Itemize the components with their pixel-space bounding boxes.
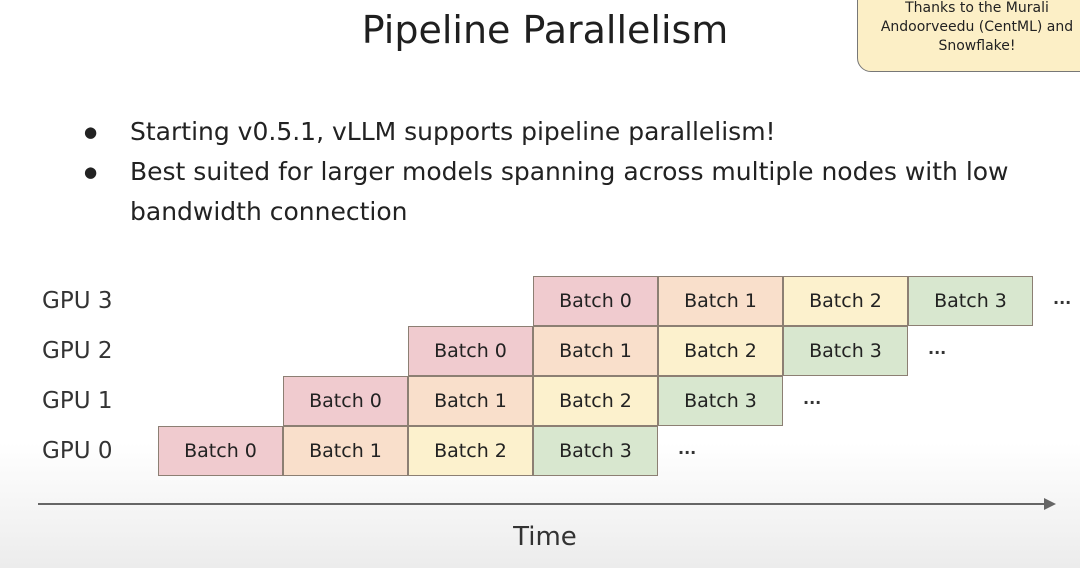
continuation-ellipsis: ... bbox=[803, 389, 822, 408]
batch-cell: Batch 2 bbox=[533, 376, 658, 426]
bullet-list: Starting v0.5.1, vLLM supports pipeline … bbox=[80, 112, 1040, 232]
gpu-label: GPU 2 bbox=[42, 338, 113, 364]
bullet-item: Best suited for larger models spanning a… bbox=[80, 152, 1040, 232]
continuation-ellipsis: ... bbox=[678, 439, 697, 458]
gpu-label: GPU 0 bbox=[42, 438, 113, 464]
gpu-label: GPU 1 bbox=[42, 388, 113, 414]
batch-cell: Batch 0 bbox=[408, 326, 533, 376]
time-axis bbox=[38, 503, 1048, 505]
gpu-label: GPU 3 bbox=[42, 288, 113, 314]
batch-cell: Batch 1 bbox=[283, 426, 408, 476]
batch-cell: Batch 3 bbox=[783, 326, 908, 376]
batch-cell: Batch 2 bbox=[658, 326, 783, 376]
continuation-ellipsis: ... bbox=[928, 339, 947, 358]
bullet-item: Starting v0.5.1, vLLM supports pipeline … bbox=[80, 112, 1040, 152]
slide-title: Pipeline Parallelism bbox=[361, 8, 729, 52]
batch-cell: Batch 2 bbox=[408, 426, 533, 476]
batch-cell: Batch 3 bbox=[533, 426, 658, 476]
batch-cell: Batch 2 bbox=[783, 276, 908, 326]
batch-cell: Batch 0 bbox=[158, 426, 283, 476]
batch-cell: Batch 1 bbox=[408, 376, 533, 426]
arrow-head-icon bbox=[1044, 498, 1056, 510]
batch-cell: Batch 1 bbox=[533, 326, 658, 376]
batch-cell: Batch 0 bbox=[283, 376, 408, 426]
batch-cell: Batch 0 bbox=[533, 276, 658, 326]
continuation-ellipsis: ... bbox=[1053, 289, 1072, 308]
credit-note: Thanks to the Murali Andoorveedu (CentML… bbox=[857, 0, 1080, 72]
batch-cell: Batch 3 bbox=[658, 376, 783, 426]
batch-cell: Batch 3 bbox=[908, 276, 1033, 326]
batch-cell: Batch 1 bbox=[658, 276, 783, 326]
time-axis-label: Time bbox=[513, 522, 577, 552]
